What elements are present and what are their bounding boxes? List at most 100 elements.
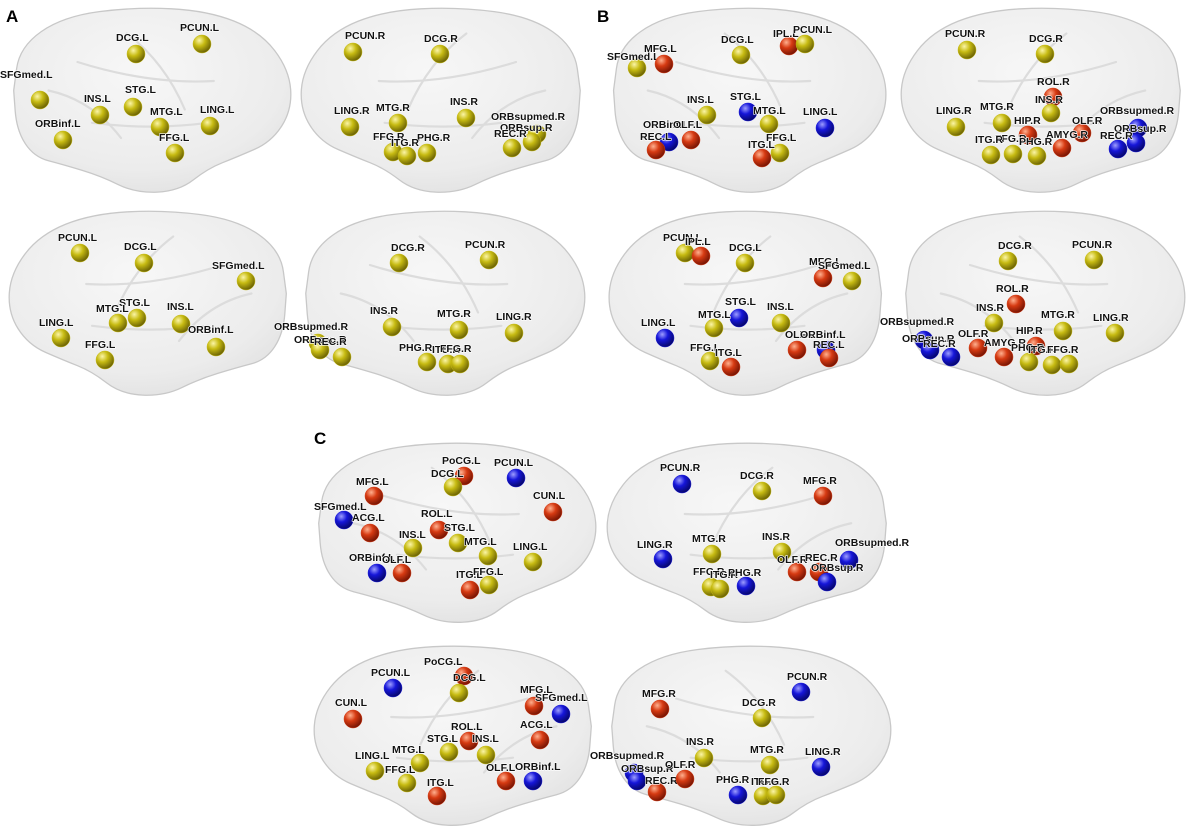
node-orbsup-r-label: ORBsup.R	[621, 763, 674, 775]
node-olf-l: OLF.L	[381, 553, 412, 583]
node-pcun-l: PCUN.L	[662, 231, 703, 263]
brain-surface	[313, 645, 592, 826]
node-mtg-l-sphere	[108, 313, 128, 333]
node-orbinf-l: ORBinf.L	[34, 117, 82, 150]
node-orbsup-r-sphere	[920, 340, 940, 360]
node-rec-r-label: REC.R	[923, 338, 956, 350]
node-orbinf-l-label: ORBinf.L	[188, 324, 234, 336]
node-orbsupmed-r: ORBsupmed.R	[1099, 104, 1175, 138]
node-olf-r: OLF.R	[957, 327, 989, 358]
node-ling-r-label: LING.R	[805, 746, 841, 758]
node-mtg-l: MTG.L	[463, 535, 498, 566]
node-dcg-r-sphere	[752, 481, 772, 501]
node-dcg-l-label: DCG.L	[124, 241, 157, 253]
node-ling-l: LING.L	[354, 749, 391, 781]
node-dcg-r-label: DCG.R	[742, 697, 776, 709]
node-dcg-r: DCG.R	[423, 32, 459, 64]
node-phg-r-sphere	[417, 143, 437, 163]
node-mtg-r: MTG.R	[691, 532, 727, 564]
node-rec-r: REC.R	[313, 335, 352, 367]
node-stg-l: STG.L	[426, 732, 459, 762]
node-orbsup-r: ORBsup.R	[901, 332, 956, 360]
node-olf-r-label: OLF.R	[958, 328, 989, 340]
node-ling-l-label: LING.L	[355, 750, 390, 762]
node-mtg-l-label: MTG.L	[698, 309, 731, 321]
node-phg-r-sphere	[728, 785, 748, 805]
node-sfgmed-l: SFGmed.L	[534, 691, 589, 724]
node-pcun-l-sphere	[506, 468, 526, 488]
node-rol-r-sphere	[1006, 294, 1026, 314]
node-acg-l: ACG.L	[351, 511, 386, 543]
node-amyg-r: AMYG.R	[1045, 128, 1089, 158]
node-itg-r-label: ITG.R	[1028, 344, 1056, 356]
panel-a-letter: A	[6, 7, 18, 26]
node-ling-l-sphere	[655, 328, 675, 348]
node-ling-l: LING.L	[802, 105, 839, 138]
node-mtg-r-label: MTG.R	[980, 101, 1014, 113]
node-ins-l-label: INS.L	[84, 93, 111, 105]
node-orbsup-r-label: ORBsup.R	[500, 122, 553, 134]
node-dcg-r-label: DCG.R	[1029, 33, 1063, 45]
node-ins-r: INS.R	[1034, 93, 1064, 123]
node-phg-r-label: PHG.R	[417, 132, 451, 144]
node-pcun-l-sphere	[70, 243, 90, 263]
node-ipl-l: IPL.L	[684, 235, 712, 266]
node-dcg-r-sphere	[998, 251, 1018, 271]
node-mtg-r: MTG.R	[1040, 308, 1076, 341]
node-itg-r: ITG.R	[1027, 343, 1062, 375]
node-ins-r-sphere	[694, 748, 714, 768]
node-cun-l: CUN.L	[532, 489, 566, 522]
node-mtg-l: MTG.L	[391, 743, 430, 773]
node-pcun-r: PCUN.R	[1071, 238, 1113, 270]
node-ling-r-sphere	[340, 117, 360, 137]
node-ins-r-sphere	[984, 313, 1004, 333]
node-mfg-l-sphere	[654, 54, 674, 74]
node-stg-l: STG.L	[443, 521, 476, 553]
node-mtg-r-label: MTG.R	[376, 102, 410, 114]
node-mfg-r: MFG.R	[802, 474, 838, 506]
node-sfgmed-l-label: SFGmed.L	[314, 501, 367, 513]
node-ling-r-sphere	[811, 757, 831, 777]
node-rec-r: REC.R	[1099, 129, 1134, 159]
node-pcun-r-sphere	[479, 250, 499, 270]
node-ipl-l: IPL.L	[772, 27, 800, 56]
node-orbinf-l: ORBinf.L	[514, 760, 562, 791]
node-itg-r-sphere	[710, 579, 730, 599]
node-pcun-r-label: PCUN.R	[345, 30, 386, 42]
node-ins-l-sphere	[771, 313, 791, 333]
node-itg-l: ITG.L	[714, 346, 743, 377]
node-mtg-r: MTG.R	[436, 307, 472, 340]
node-rec-l: REC.L	[639, 130, 673, 160]
node-rec-r-sphere	[502, 138, 522, 158]
node-ling-r-sphere	[946, 117, 966, 137]
node-ling-r: LING.R	[1092, 311, 1130, 343]
node-amyg-r-sphere	[1052, 138, 1072, 158]
node-ins-r: INS.R	[369, 304, 402, 337]
node-dcg-r-sphere	[430, 44, 450, 64]
node-orbsup-r-label: ORBsup.R	[1114, 123, 1167, 135]
node-olf-r-label: OLF.R	[777, 554, 808, 566]
node-orbinf-l-label: ORBinf.L	[349, 552, 395, 564]
node-ffg-r-sphere	[766, 785, 786, 805]
node-ling-l-sphere	[365, 761, 385, 781]
node-acg-l-sphere	[530, 730, 550, 750]
node-acg-l: ACG.L	[519, 718, 554, 750]
node-olf-r-sphere	[675, 769, 695, 789]
node-orbinf-l: ORBinf.L	[187, 323, 235, 357]
node-mfg-l: MFG.L	[643, 42, 678, 74]
node-dcg-r-sphere	[752, 708, 772, 728]
node-dcg-r: DCG.R	[389, 241, 426, 273]
node-pocg-l-label: PoCG.L	[442, 455, 481, 467]
node-mtg-l-sphere	[410, 753, 430, 773]
node-cun-l-sphere	[343, 709, 363, 729]
node-dcg-l-sphere	[443, 477, 463, 497]
node-ins-r-sphere	[772, 542, 792, 562]
node-olf-l-sphere	[392, 563, 412, 583]
node-sfgmed-l: SFGmed.L	[817, 259, 872, 291]
node-phg-r-sphere	[1019, 352, 1039, 372]
node-ins-l-sphere	[90, 105, 110, 125]
node-mfg-l: MFG.L	[808, 255, 843, 288]
node-hip-r-sphere	[1026, 336, 1046, 356]
node-ffg-r-sphere	[450, 354, 470, 374]
node-ins-r-sphere	[456, 108, 476, 128]
